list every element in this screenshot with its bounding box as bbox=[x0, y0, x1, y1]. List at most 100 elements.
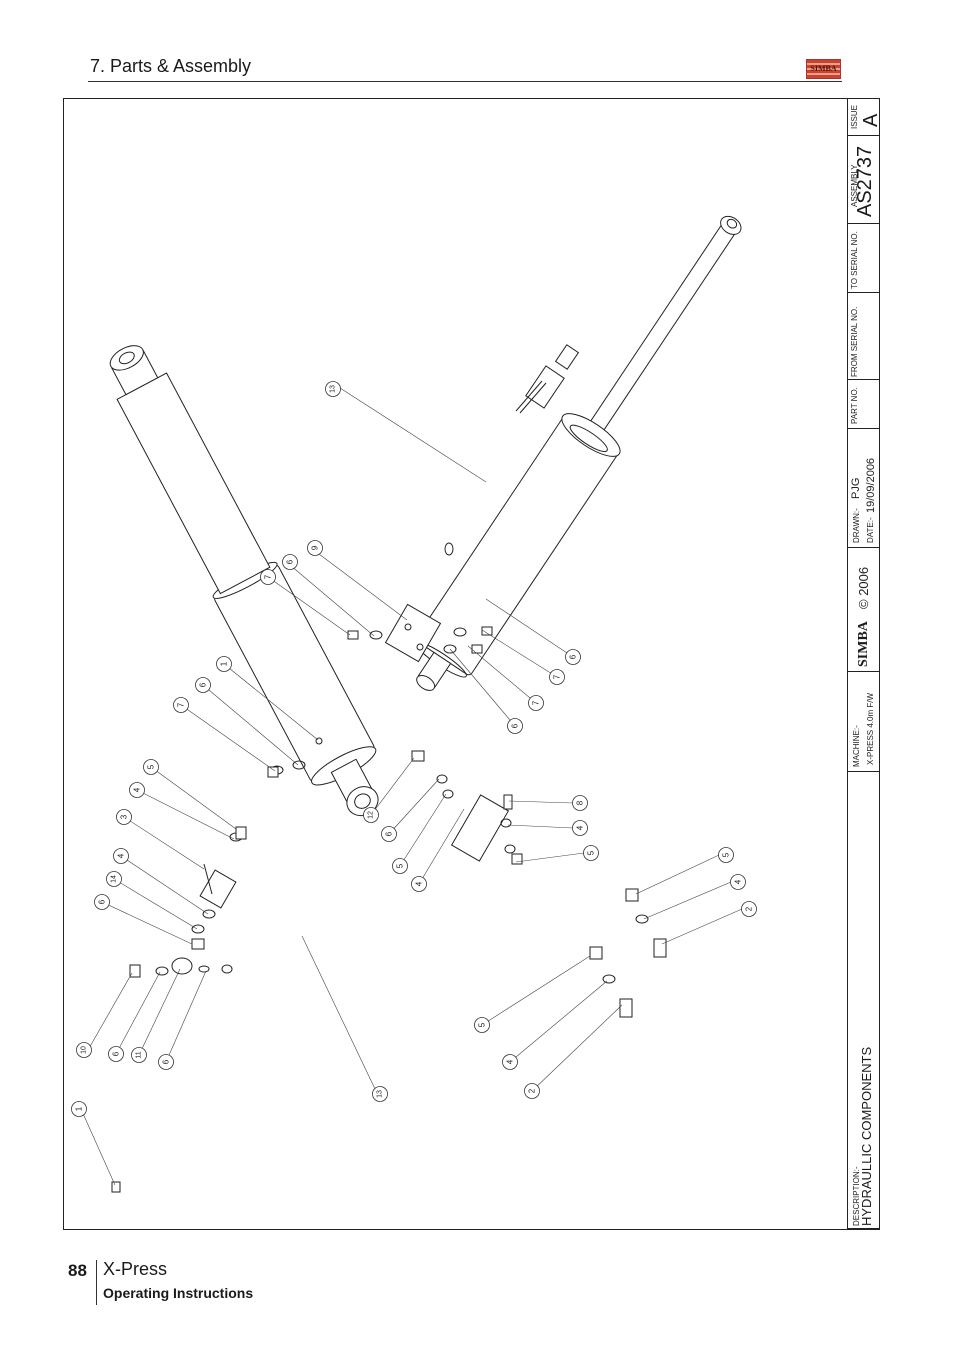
callout-label: 5 bbox=[587, 850, 596, 855]
callout-label: 6 bbox=[511, 723, 520, 728]
callout-13: 13 bbox=[325, 381, 341, 397]
lower-valve-block bbox=[199, 750, 523, 909]
callout-label: 6 bbox=[112, 1051, 121, 1056]
tb-divider bbox=[848, 292, 880, 293]
callout-label: 13 bbox=[377, 1090, 384, 1098]
callout-circle bbox=[528, 695, 544, 711]
callout-circle bbox=[474, 1017, 490, 1033]
callout-label: 2 bbox=[528, 1088, 537, 1093]
callout-circle bbox=[549, 669, 565, 685]
callout-5: 5 bbox=[143, 759, 159, 775]
callout-label: 8 bbox=[576, 800, 585, 805]
callout-label: 11 bbox=[136, 1051, 143, 1058]
callout-6: 6 bbox=[565, 649, 581, 665]
assembly-number: AS2737 bbox=[854, 145, 876, 217]
callout-circle bbox=[502, 1054, 518, 1070]
callout-label: 5 bbox=[722, 852, 731, 857]
callout-7: 7 bbox=[173, 697, 189, 713]
tb-divider bbox=[848, 1228, 880, 1229]
callout-circle bbox=[116, 809, 132, 825]
callout-label: 4 bbox=[576, 825, 585, 830]
callout-label: 7 bbox=[553, 674, 562, 679]
issue-label: ISSUE bbox=[850, 104, 859, 129]
callout-circle bbox=[741, 901, 757, 917]
title-block: ISSUE A ASSEMBLY AS2737 TO SERIAL NO. FR… bbox=[847, 99, 882, 1229]
callout-5: 5 bbox=[718, 847, 734, 863]
callout-circle bbox=[572, 820, 588, 836]
tb-divider bbox=[848, 379, 880, 380]
callout-circle bbox=[282, 554, 298, 570]
description-value: HYDRAULLIC COMPONENTS bbox=[859, 1046, 874, 1226]
tb-divider bbox=[848, 428, 880, 429]
callout-circle bbox=[718, 847, 734, 863]
machine-value: X-PRESS 4.0m F/W bbox=[866, 692, 875, 765]
callout-label: 1 bbox=[220, 661, 229, 666]
callout-14: 14 bbox=[106, 871, 122, 887]
callout-label: 6 bbox=[385, 831, 394, 836]
callout-10: 10 bbox=[76, 1042, 92, 1058]
callout-4: 4 bbox=[129, 782, 145, 798]
callout-circle bbox=[113, 848, 129, 864]
callout-label: 5 bbox=[478, 1022, 487, 1027]
callout-label: 13 bbox=[330, 385, 337, 393]
callout-6: 6 bbox=[94, 894, 110, 910]
callout-7: 7 bbox=[528, 695, 544, 711]
exploded-assembly-drawing: 1396767761675434146126548455421061161354… bbox=[71, 215, 757, 1193]
callout-6: 6 bbox=[158, 1054, 174, 1070]
callout-label: 4 bbox=[415, 881, 424, 886]
product-name: X-Press bbox=[103, 1259, 168, 1279]
upper-cylinder bbox=[415, 215, 742, 691]
callout-label: 7 bbox=[177, 702, 186, 707]
tb-divider bbox=[848, 135, 880, 136]
callout-circle bbox=[143, 759, 159, 775]
callout-label: 6 bbox=[98, 899, 107, 904]
callout-label: 6 bbox=[162, 1059, 171, 1064]
callout-1: 1 bbox=[216, 656, 232, 672]
callout-1: 1 bbox=[71, 1101, 87, 1117]
callout-6: 6 bbox=[195, 677, 211, 693]
callout-7: 7 bbox=[549, 669, 565, 685]
middle-valve-block bbox=[347, 603, 493, 663]
callout-label: 5 bbox=[147, 764, 156, 769]
lower-cylinder bbox=[109, 345, 379, 817]
callout-label: 4 bbox=[734, 879, 743, 884]
tb-divider bbox=[848, 547, 880, 548]
callout-label: 1 bbox=[75, 1106, 84, 1111]
callout-circle bbox=[71, 1101, 87, 1117]
callout-7: 7 bbox=[260, 569, 276, 585]
callout-3: 3 bbox=[116, 809, 132, 825]
callout-circle bbox=[325, 381, 341, 397]
callout-label: 6 bbox=[199, 682, 208, 687]
footer-divider bbox=[96, 1260, 97, 1305]
callout-circle bbox=[372, 1086, 388, 1102]
callout-9: 9 bbox=[307, 540, 323, 556]
callout-circle bbox=[381, 826, 397, 842]
callout-circle bbox=[572, 795, 588, 811]
callout-label: 7 bbox=[532, 700, 541, 705]
callout-4: 4 bbox=[502, 1054, 518, 1070]
from-serial-label: FROM SERIAL NO. bbox=[850, 306, 859, 377]
callout-6: 6 bbox=[108, 1046, 124, 1062]
page-number: 88 bbox=[68, 1261, 87, 1280]
to-serial-label: TO SERIAL NO. bbox=[850, 231, 859, 289]
callout-label: 3 bbox=[120, 814, 129, 819]
tb-divider bbox=[848, 671, 880, 672]
callout-circle bbox=[565, 649, 581, 665]
callout-circle bbox=[131, 1047, 147, 1063]
part-no-label: PART NO. bbox=[850, 387, 859, 424]
document-subtitle: Operating Instructions bbox=[103, 1285, 254, 1301]
tb-divider bbox=[848, 771, 880, 772]
callout-circle bbox=[76, 1042, 92, 1058]
callout-label: 4 bbox=[117, 853, 126, 858]
callout-circle bbox=[524, 1083, 540, 1099]
callout-label: 10 bbox=[81, 1046, 88, 1054]
callout-label: 6 bbox=[569, 654, 578, 659]
lower-fittings bbox=[129, 737, 323, 978]
callout-circle bbox=[195, 677, 211, 693]
callout-circle bbox=[216, 656, 232, 672]
header-rule bbox=[88, 81, 842, 82]
callout-label: 4 bbox=[133, 787, 142, 792]
callout-circle bbox=[730, 874, 746, 890]
simba-logo-text: SIMBA bbox=[810, 64, 837, 73]
